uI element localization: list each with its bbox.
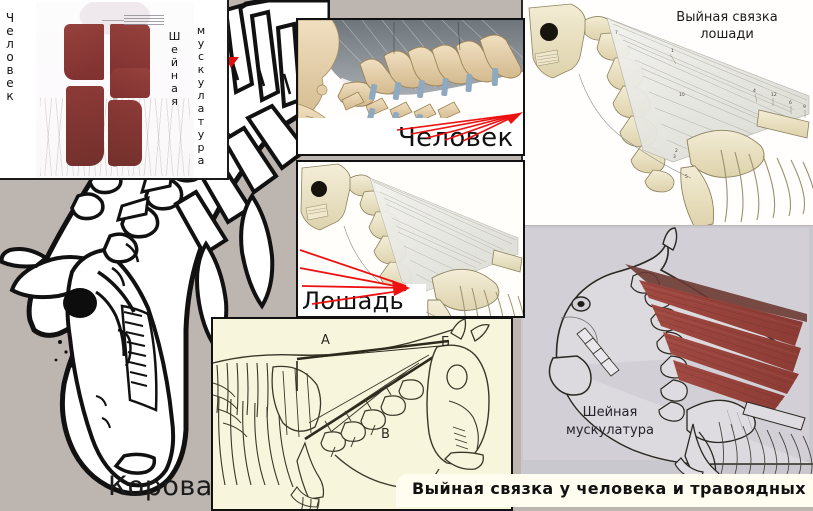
- svg-text:12: 12: [771, 92, 777, 98]
- herbivore-label-a: А: [321, 333, 330, 348]
- svg-text:2: 2: [675, 148, 678, 154]
- muscle-slab-3: [66, 86, 104, 166]
- muscle-slab-4: [110, 68, 150, 98]
- svg-text:5: 5: [685, 174, 688, 180]
- svg-text:1: 1: [671, 48, 674, 54]
- nuchal-title-line1: Выйная связка: [676, 10, 778, 25]
- horse-cervical-figure: [298, 162, 523, 316]
- svg-text:4: 4: [753, 88, 756, 94]
- herbivore-label-b: Б: [441, 335, 450, 350]
- herbivore-label-v: В: [381, 427, 390, 442]
- horse-nuchal-title: Выйная связка лошади: [652, 9, 802, 43]
- horse-musc-label-line1: Шейная: [582, 405, 638, 420]
- nuchal-title-line2: лошади: [700, 27, 754, 42]
- human-panel-label: Человек: [398, 123, 514, 153]
- svg-text:10: 10: [679, 92, 685, 98]
- horse-nuchal-ligament-figure: 1 10 4 12 6 9 23 5 7: [523, 0, 813, 225]
- anatomy-caption-microtext: [102, 15, 164, 26]
- caption-background: [396, 474, 813, 507]
- svg-text:6: 6: [789, 100, 792, 106]
- svg-text:3: 3: [673, 154, 676, 160]
- svg-text:9: 9: [803, 104, 806, 110]
- muscle-slab-5: [108, 100, 142, 166]
- human-musculature-artwork: [36, 2, 194, 178]
- panel-horse-cervical-spine: Лошадь: [296, 160, 525, 318]
- horse-musc-label-line2: мускулатура: [566, 423, 654, 438]
- horse-panel-label: Лошадь: [302, 287, 404, 315]
- horse-musculature-label: Шейная мускулатура: [540, 404, 680, 440]
- svg-text:7: 7: [615, 30, 618, 36]
- panel-horse-musculature: [521, 226, 813, 480]
- panel-human-cervical-spine: Человек: [296, 18, 525, 156]
- horse-musculature-figure: [521, 226, 813, 480]
- cow-label: Корова: [108, 471, 213, 502]
- caption-text: Выйная связка у человека и травоядных: [412, 479, 806, 498]
- muscle-slab-1: [64, 24, 104, 80]
